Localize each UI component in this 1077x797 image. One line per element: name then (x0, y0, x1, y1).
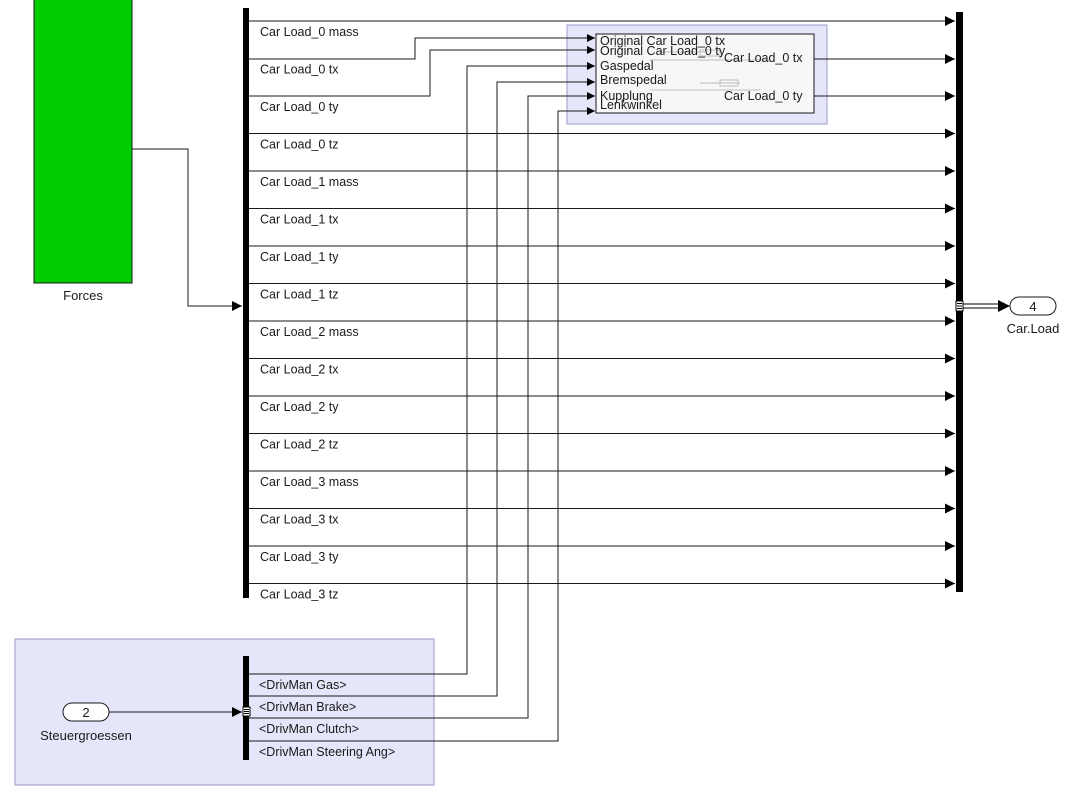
forces-wire (132, 148, 242, 311)
demux-signal-label-2: Car Load_0 ty (260, 100, 339, 114)
demux-signal-label-1: Car Load_0 tx (260, 63, 339, 77)
outport-block[interactable] (1009, 296, 1057, 316)
demux-signal-label-4: Car Load_1 mass (260, 175, 359, 189)
subsystem-in-3: Gaspedal (600, 59, 654, 73)
bus-selector-wires (249, 625, 559, 742)
subsystem-in-5: Kupplung (600, 89, 653, 103)
subsystem-in-1: Original Car Load_0 tx (600, 34, 726, 48)
subsystem-block[interactable] (595, 33, 815, 114)
subsystem-input-wires (249, 34, 595, 625)
demux-signal-label-11: Car Load_2 tz (260, 438, 339, 452)
demux-signal-label-10: Car Load_2 ty (260, 400, 339, 414)
demux-bar[interactable] (243, 8, 249, 598)
demux-signal-label-0: Car Load_0 mass (260, 25, 359, 39)
subsystem-in-4: Bremspedal (600, 73, 667, 87)
subsystem-in-2: Original Car Load_0 ty (600, 44, 726, 58)
outport-bus-wire (963, 300, 1010, 312)
mux-port-lines (957, 303, 962, 309)
demux-signal-label-14: Car Load_3 ty (260, 550, 339, 564)
subsystem-output-wires (814, 54, 955, 101)
demux-signal-label-8: Car Load_2 mass (260, 325, 359, 339)
subsystem-in-6: Lenkwinkel (600, 98, 662, 112)
subsystem-out-2: Car Load_0 ty (724, 89, 803, 103)
demux-signal-label-7: Car Load_1 tz (260, 288, 339, 302)
demux-signal-label-9: Car Load_2 tx (260, 363, 339, 377)
demux-signal-label-12: Car Load_3 mass (260, 475, 359, 489)
demux-signal-label-6: Car Load_1 ty (260, 250, 339, 264)
outport-number: 4 (1029, 299, 1036, 314)
forces-label: Forces (63, 288, 103, 303)
bus-signal-clutch: <DrivMan Clutch> (259, 722, 359, 736)
inport-number: 2 (82, 705, 89, 720)
demux-signal-label-3: Car Load_0 tz (260, 138, 339, 152)
bus-selector-port-lines (244, 709, 249, 714)
subsystem-out-1: Car Load_0 tx (724, 51, 803, 65)
demux-signal-label-13: Car Load_3 tx (260, 513, 339, 527)
subsystem-internal (650, 49, 770, 91)
bus-signal-brake: <DrivMan Brake> (259, 700, 356, 714)
bus-signal-gas: <DrivMan Gas> (259, 678, 347, 692)
demux-signal-label-5: Car Load_1 tx (260, 213, 339, 227)
demux-signal-label-15: Car Load_3 tz (260, 588, 339, 602)
inport-label: Steuergroessen (40, 728, 132, 743)
bus-signal-steering: <DrivMan Steering Ang> (259, 745, 395, 759)
forces-block[interactable] (33, 0, 133, 284)
outport-label: Car.Load (1007, 321, 1060, 336)
